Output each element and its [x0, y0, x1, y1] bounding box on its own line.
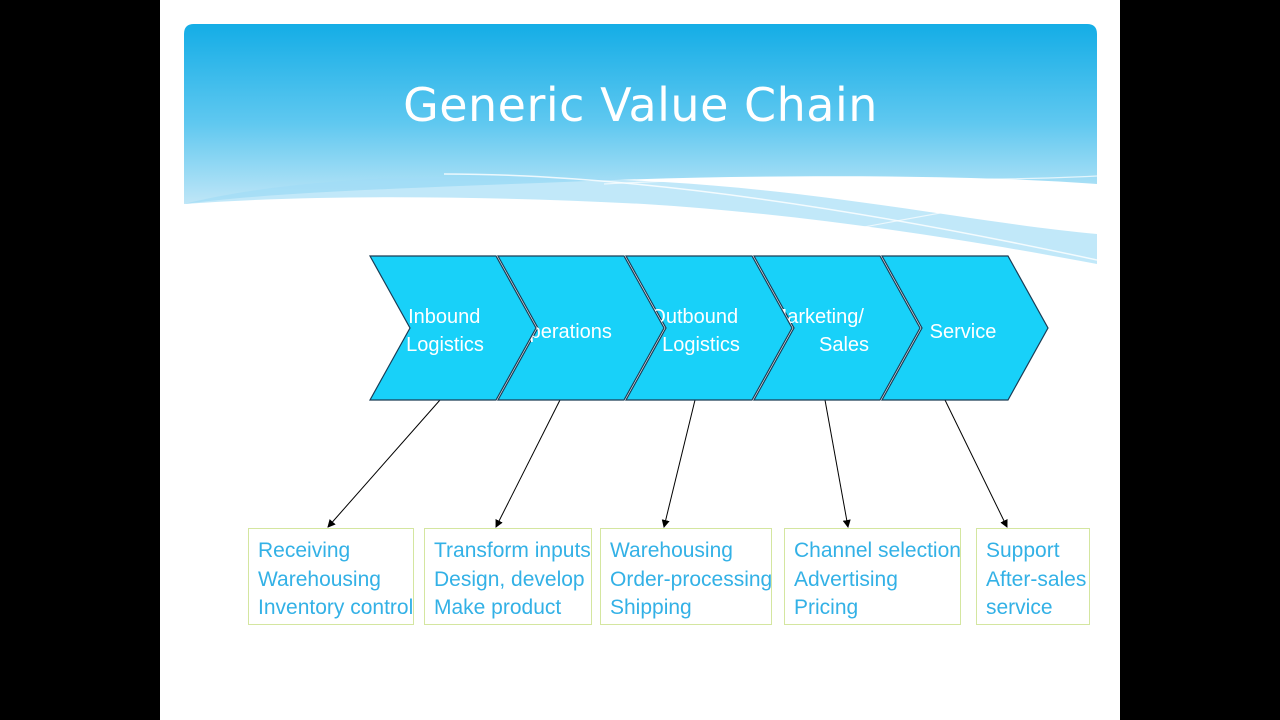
detail-box-marketing-sales: Channel selection Advertising Pricing [784, 528, 961, 625]
detail-line: Receiving [258, 539, 351, 562]
chevron-marketing-sales: Marketing/ Sales [752, 255, 921, 401]
detail-box-inbound-logistics: Receiving Warehousing Inventory control [248, 528, 414, 625]
chevron-operations: Operations [496, 255, 665, 401]
detail-box-operations: Transform inputs Design, develop Make pr… [424, 528, 592, 625]
connector-arrows [327, 399, 1008, 528]
chevron-service: Service [880, 255, 1049, 401]
chevron-inbound-logistics: Inbound Logistics [368, 255, 537, 401]
detail-line: Inventory control [258, 596, 414, 619]
detail-line: Make product [434, 596, 562, 619]
slide-title: Generic Value Chain [403, 78, 878, 132]
detail-line: Transform inputs [434, 539, 591, 562]
detail-line: Warehousing [610, 539, 733, 562]
detail-line: Shipping [610, 596, 692, 619]
stage-label-inbound-logistics: Inbound Logistics [406, 306, 486, 356]
detail-box-service: Support After-sales service [976, 528, 1090, 625]
detail-line: Channel selection [794, 539, 961, 562]
detail-line: After-sales [986, 567, 1087, 591]
detail-box-outbound-logistics: Warehousing Order-processing Shipping [600, 528, 772, 625]
chevron-outbound-logistics: Outbound Logistics [624, 255, 793, 401]
stage-label-marketing-sales: Marketing/ Sales [771, 306, 870, 356]
arrow-marketing-sales [824, 399, 851, 528]
arrow-service [944, 399, 1008, 528]
detail-line: Advertising [794, 567, 898, 591]
stage-label-outbound-logistics: Outbound Logistics [650, 306, 743, 356]
header-banner [184, 24, 1097, 264]
detail-line: Pricing [794, 596, 859, 619]
arrow-operations [495, 399, 561, 528]
stage-label-operations: Operations [514, 321, 612, 343]
arrow-outbound-logistics [661, 399, 696, 528]
detail-line: service [986, 596, 1053, 619]
value-chain-diagram: Service Marketing/ Sales Outbound Logist… [327, 255, 1049, 528]
detail-line: Order-processing [610, 567, 773, 591]
detail-line: Support [986, 539, 1060, 562]
stage-label-service: Service [930, 321, 997, 343]
arrow-inbound-logistics [327, 399, 441, 528]
slide: Generic Value Chain Service Marketing/ [160, 0, 1120, 720]
detail-line: Design, develop [434, 567, 585, 591]
detail-line: Warehousing [258, 567, 381, 591]
